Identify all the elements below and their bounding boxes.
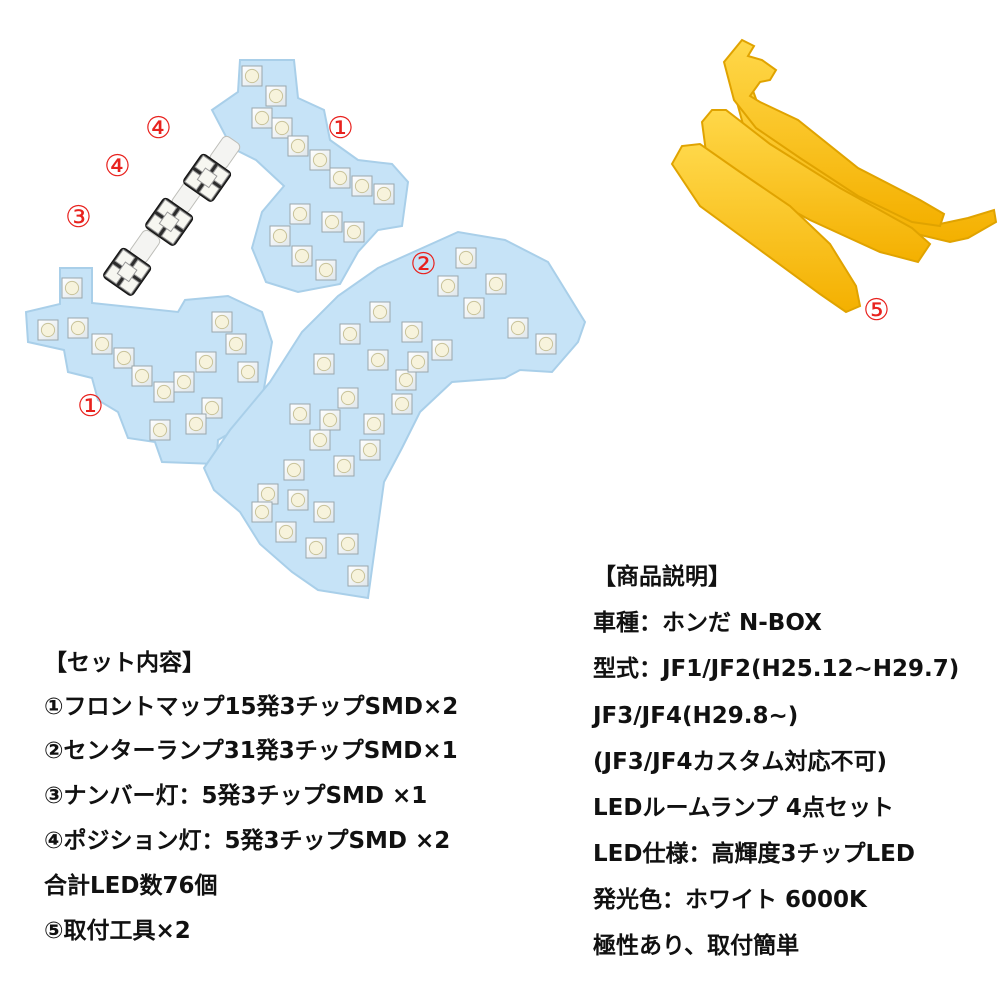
description-item: LEDルームランプ 4点セット (593, 795, 894, 821)
description-item: 発光色：ホワイト 6000K (593, 887, 867, 913)
led-chip (241, 65, 263, 87)
description-item: LED仕様：高輝度3チップLED (593, 841, 915, 867)
led-chip (257, 483, 279, 505)
t10-bulbs (103, 135, 241, 296)
led-chip (309, 149, 331, 171)
led-chip (283, 459, 305, 481)
led-chip (251, 501, 273, 523)
led-chip (391, 393, 413, 415)
led-chip (61, 277, 83, 299)
led-chip (149, 419, 171, 441)
tool-flat-2 (670, 142, 862, 314)
led-chip (485, 273, 507, 295)
led-chip (313, 501, 335, 523)
led-chip (291, 245, 313, 267)
led-chip (153, 381, 175, 403)
led-chip (287, 489, 309, 511)
led-chip (319, 409, 341, 431)
description-item: JF3/JF4(H29.8~) (593, 703, 799, 729)
led-chip (289, 403, 311, 425)
led-chip (315, 259, 337, 281)
center-lamp-panel (202, 230, 587, 600)
led-chip (195, 351, 217, 373)
led-chip (271, 117, 293, 139)
label-position-light-b: ④ (145, 111, 172, 146)
led-chip (337, 387, 359, 409)
set-contents-item: 合計LED数76個 (44, 873, 218, 899)
led-chip (237, 361, 259, 383)
led-chip (333, 455, 355, 477)
led-chip (37, 319, 59, 341)
led-chip (131, 365, 153, 387)
led-chip (275, 521, 297, 543)
set-contents-heading: 【セット内容】 (44, 650, 205, 676)
led-chip (67, 317, 89, 339)
description-item: 車種：ホンだ N-BOX (593, 610, 822, 636)
led-chip (401, 321, 423, 343)
led-chip (313, 353, 335, 375)
removal-tool-set (670, 38, 998, 314)
set-contents-item: ③ナンバー灯：5発3チップSMD ×1 (44, 783, 428, 809)
led-chip (305, 537, 327, 559)
label-front-map-right: ① (327, 111, 354, 146)
led-chip (507, 317, 529, 339)
led-chip (289, 203, 311, 225)
led-chips (37, 65, 557, 587)
led-chip (225, 333, 247, 355)
set-contents-item: ④ポジション灯：5発3チップSMD ×2 (44, 828, 451, 854)
led-chip (113, 347, 135, 369)
label-position-light-a: ④ (104, 149, 131, 184)
label-number-light: ③ (65, 200, 92, 235)
led-chip (363, 413, 385, 435)
description-item: (JF3/JF4カスタム対応不可) (593, 749, 887, 775)
description-item: 型式：JF1/JF2(H25.12~H29.7) (593, 656, 960, 682)
tool-pry-2 (722, 38, 946, 228)
led-chip (351, 175, 373, 197)
led-chip (251, 107, 273, 129)
t10-bulb (145, 179, 203, 246)
label-removal-tool: ⑤ (863, 293, 890, 328)
led-chip (367, 349, 389, 371)
led-chip (201, 397, 223, 419)
led-chip (309, 429, 331, 451)
led-chip (359, 439, 381, 461)
led-chip (173, 371, 195, 393)
led-chip (329, 167, 351, 189)
led-chip (321, 211, 343, 233)
led-chip (287, 135, 309, 157)
t10-bulb (103, 229, 161, 296)
label-front-map-left: ① (77, 389, 104, 424)
set-contents-item: ⑤取付工具×2 (44, 918, 191, 944)
description-heading: 【商品説明】 (593, 564, 731, 590)
led-chip (337, 533, 359, 555)
led-chip (211, 311, 233, 333)
led-chip (269, 225, 291, 247)
led-chip (339, 323, 361, 345)
t10-bulb (183, 135, 241, 202)
led-chip (463, 297, 485, 319)
led-chip (347, 565, 369, 587)
led-chip (407, 351, 429, 373)
description-item: 極性あり、取付簡単 (593, 933, 800, 959)
led-chip (265, 85, 287, 107)
led-chip (455, 247, 477, 269)
led-chip (535, 333, 557, 355)
led-chip (185, 413, 207, 435)
led-chip (369, 301, 391, 323)
set-contents-item: ①フロントマップ15発3チップSMD×2 (44, 694, 459, 720)
led-chip (343, 221, 365, 243)
label-center-lamp: ② (410, 247, 437, 282)
led-chip (395, 369, 417, 391)
led-chip (91, 333, 113, 355)
led-chip (437, 275, 459, 297)
set-contents-item: ②センターランプ31発3チップSMD×1 (44, 738, 458, 764)
led-chip (373, 183, 395, 205)
led-chip (431, 339, 453, 361)
